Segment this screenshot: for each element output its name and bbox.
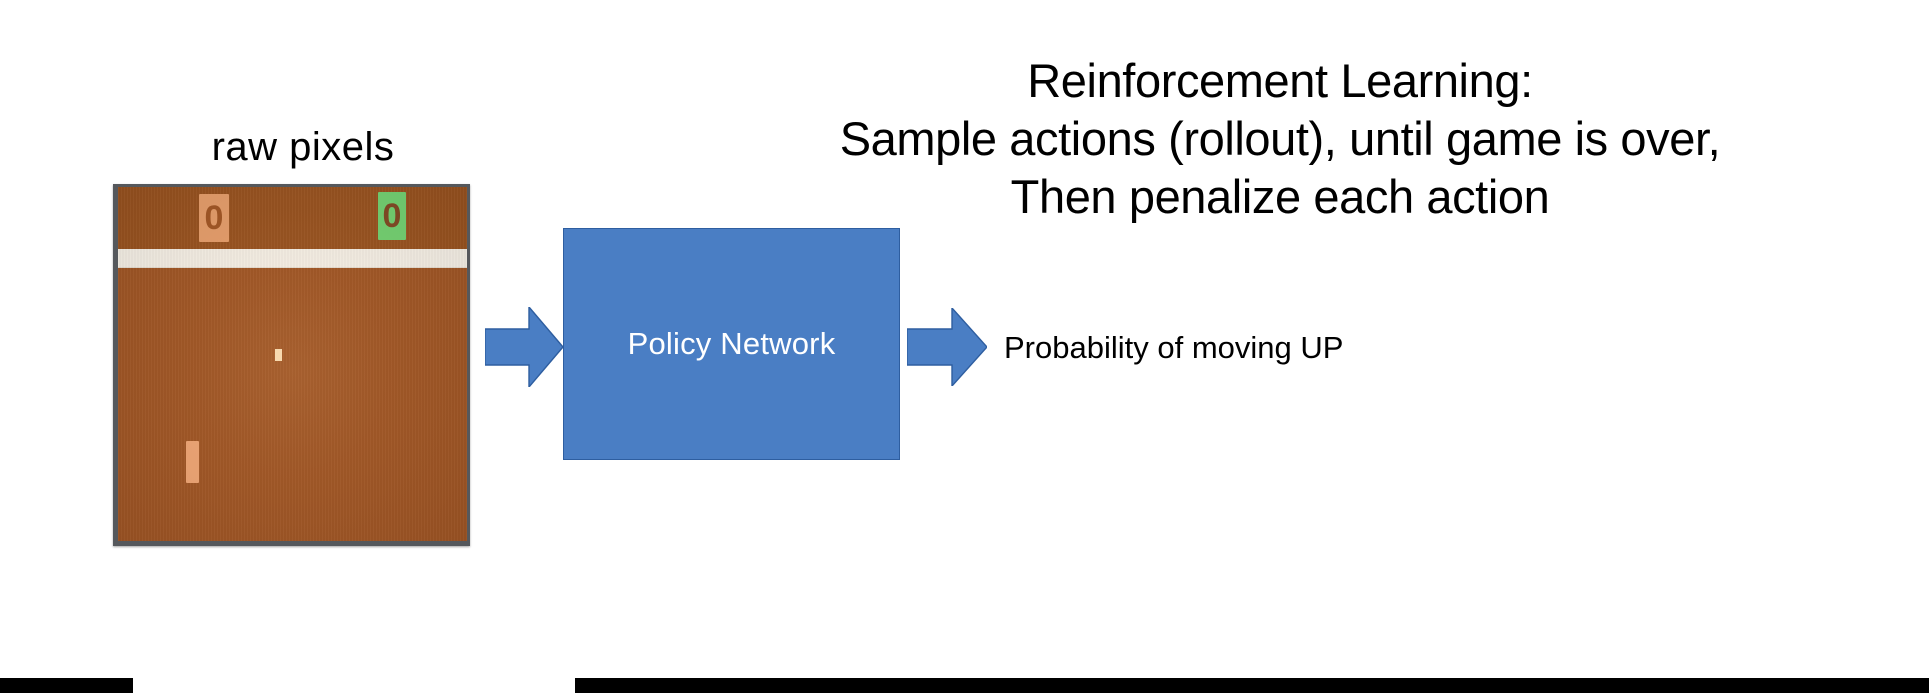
pong-paddle-left bbox=[186, 441, 199, 483]
bottom-letterbox-bar-right bbox=[575, 678, 1929, 693]
heading-line-1: Reinforcement Learning: bbox=[1027, 54, 1533, 107]
output-right-arrow-icon bbox=[907, 308, 987, 386]
input-right-arrow-icon bbox=[485, 307, 563, 387]
pong-game-frame: 0 0 bbox=[113, 184, 470, 546]
raw-pixels-label: raw pixels bbox=[211, 125, 395, 169]
pong-ball bbox=[275, 349, 282, 361]
pong-divider-bar bbox=[118, 249, 467, 267]
slide-heading: Reinforcement Learning: Sample actions (… bbox=[660, 52, 1900, 226]
bottom-letterbox-bar-left bbox=[0, 678, 133, 693]
pong-score-left: 0 bbox=[199, 194, 229, 242]
output-probability-label: Probability of moving UP bbox=[1004, 330, 1344, 365]
pong-top-band bbox=[118, 187, 467, 249]
heading-line-3: Then penalize each action bbox=[1010, 170, 1550, 223]
pong-playfield: 0 0 bbox=[118, 187, 467, 541]
policy-network-label: Policy Network bbox=[627, 326, 836, 361]
policy-network-box[interactable]: Policy Network bbox=[563, 228, 900, 460]
heading-line-2: Sample actions (rollout), until game is … bbox=[839, 112, 1721, 165]
pong-score-right: 0 bbox=[378, 192, 406, 240]
